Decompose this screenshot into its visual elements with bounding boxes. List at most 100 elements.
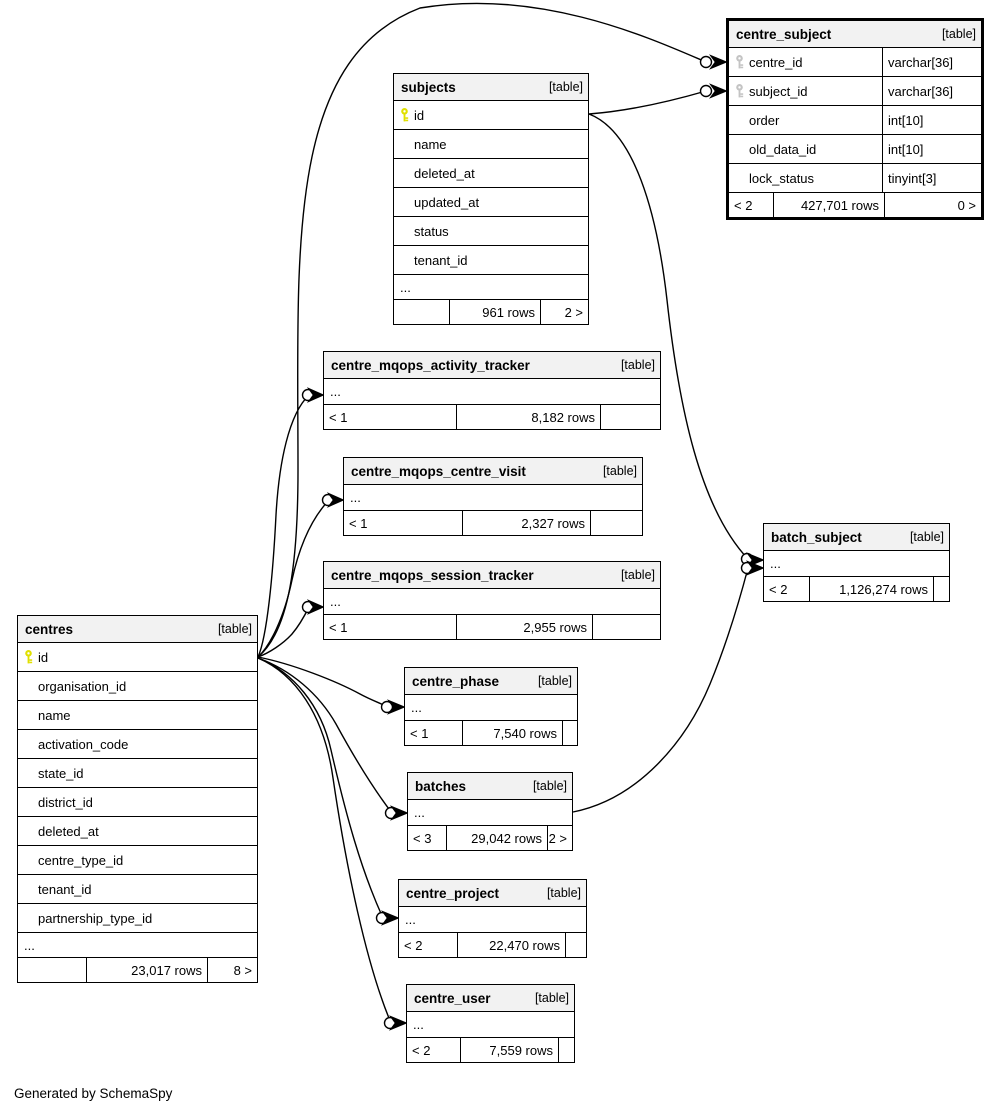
column-name: organisation_id — [38, 678, 127, 694]
table-node-centre-mqops-centre-visit[interactable]: centre_mqops_centre_visit [table] ... < … — [343, 457, 643, 536]
footer-rowcount: 2,327 rows — [462, 511, 591, 535]
column-name: status — [414, 223, 449, 239]
table-header: centre_mqops_session_tracker [table] — [324, 562, 660, 589]
connector-arrow-icon — [745, 560, 765, 576]
connector-arrow-icon — [306, 387, 325, 403]
footer-rowcount: 1,126,274 rows — [809, 577, 934, 601]
column-row: updated_at — [394, 188, 588, 217]
table-name[interactable]: subjects — [401, 79, 456, 95]
footer-parents — [394, 300, 449, 324]
table-node-centres[interactable]: centres [table] id organisation_id name … — [17, 615, 258, 983]
column-name: deleted_at — [38, 823, 99, 839]
table-footer: < 3 29,042 rows 2 > — [408, 826, 572, 850]
table-header: subjects [table] — [394, 74, 588, 101]
table-name[interactable]: batches — [415, 778, 467, 794]
table-header: centre_user [table] — [407, 985, 574, 1012]
table-node-centre-project[interactable]: centre_project [table] ... < 2 22,470 ro… — [398, 879, 587, 958]
table-name[interactable]: centre_mqops_activity_tracker — [331, 357, 530, 373]
connector-arrow-icon — [386, 699, 406, 715]
connector-arrow-icon — [389, 805, 409, 821]
table-footer: 961 rows 2 > — [394, 300, 588, 324]
table-header: centres [table] — [18, 616, 257, 643]
connector-arrow-icon — [326, 492, 345, 508]
column-row: name — [394, 130, 588, 159]
table-footer: < 2 22,470 rows — [399, 933, 586, 957]
relationship-path — [588, 90, 707, 115]
column-row: order int[10] — [729, 106, 981, 135]
column-name: updated_at — [414, 194, 480, 210]
table-name[interactable]: centre_mqops_centre_visit — [351, 463, 526, 479]
connector-arrow-icon — [306, 599, 325, 615]
connector-circle-icon — [740, 552, 754, 566]
table-node-centre-phase[interactable]: centre_phase [table] ... < 1 7,540 rows — [404, 667, 578, 746]
ellipsis-row: ... — [324, 589, 660, 615]
footer-parents: < 2 — [404, 937, 423, 953]
footer-children — [566, 933, 586, 957]
table-node-centre-mqops-session-tracker[interactable]: centre_mqops_session_tracker [table] ...… — [323, 561, 661, 640]
footer-rowcount: 961 rows — [449, 300, 541, 324]
column-row: deleted_at — [18, 817, 257, 846]
footer-children — [601, 405, 660, 429]
table-header: batches [table] — [408, 773, 572, 800]
column-row: old_data_id int[10] — [729, 135, 981, 164]
ellipsis-row: ... — [394, 275, 588, 300]
column-name: subject_id — [749, 83, 808, 99]
column-name: tenant_id — [38, 881, 92, 897]
column-row: organisation_id — [18, 672, 257, 701]
column-row: tenant_id — [18, 875, 257, 904]
table-footer: < 2 1,126,274 rows — [764, 577, 949, 601]
ellipsis-row: ... — [18, 933, 257, 958]
table-name[interactable]: batch_subject — [771, 529, 862, 545]
footer-children — [591, 511, 642, 535]
table-name[interactable]: centre_phase — [412, 673, 500, 689]
footer-parents: < 3 — [413, 830, 432, 846]
column-name: tenant_id — [414, 252, 468, 268]
column-row: tenant_id — [394, 246, 588, 275]
table-node-centre-mqops-activity-tracker[interactable]: centre_mqops_activity_tracker [table] ..… — [323, 351, 661, 430]
column-name: old_data_id — [749, 141, 817, 157]
footer-children: 2 > — [548, 830, 567, 846]
column-row: centre_id varchar[36] — [729, 48, 981, 77]
table-node-subjects[interactable]: subjects [table] id name deleted_at upda… — [393, 73, 589, 325]
column-name: state_id — [38, 765, 84, 781]
table-badge: [table] — [548, 80, 583, 94]
table-badge: [table] — [532, 779, 567, 793]
connector-circle-icon — [301, 600, 315, 614]
connector-circle-icon — [699, 55, 713, 69]
connector-arrow-icon — [388, 1015, 408, 1031]
column-row: subject_id varchar[36] — [729, 77, 981, 106]
connector-arrow-icon — [708, 83, 728, 99]
footer-rowcount: 23,017 rows — [86, 958, 208, 982]
table-badge: [table] — [534, 991, 569, 1005]
table-name[interactable]: centre_mqops_session_tracker — [331, 567, 534, 583]
column-row: deleted_at — [394, 159, 588, 188]
table-node-centre-user[interactable]: centre_user [table] ... < 2 7,559 rows — [406, 984, 575, 1063]
table-badge: [table] — [941, 27, 976, 41]
table-name[interactable]: centres — [25, 621, 74, 637]
table-node-batch-subject[interactable]: batch_subject [table] ... < 2 1,126,274 … — [763, 523, 950, 602]
table-node-batches[interactable]: batches [table] ... < 3 29,042 rows 2 > — [407, 772, 573, 851]
footer-parents: < 2 — [734, 197, 753, 213]
column-name: activation_code — [38, 736, 129, 752]
foreign-key-icon — [729, 83, 749, 99]
ellipsis-row: ... — [407, 1012, 574, 1038]
footer-parents: < 1 — [329, 619, 348, 635]
table-badge: [table] — [620, 358, 655, 372]
column-row: status — [394, 217, 588, 246]
table-node-centre-subject[interactable]: centre_subject [table] centre_id varchar… — [726, 18, 984, 220]
table-name[interactable]: centre_project — [406, 885, 500, 901]
footer-rowcount: 7,559 rows — [460, 1038, 559, 1062]
column-row: partnership_type_id — [18, 904, 257, 933]
table-name[interactable]: centre_user — [414, 990, 491, 1006]
footer-children — [563, 721, 577, 745]
column-name: lock_status — [749, 170, 815, 186]
footer-rowcount: 22,470 rows — [457, 933, 566, 957]
table-name[interactable]: centre_subject — [736, 26, 832, 42]
relationship-path — [257, 657, 393, 814]
column-row: lock_status tinyint[3] — [729, 164, 981, 193]
column-name: id — [414, 107, 425, 123]
table-footer: < 1 2,327 rows — [344, 511, 642, 535]
column-name: name — [38, 707, 71, 723]
footer-rowcount: 2,955 rows — [456, 615, 593, 639]
connector-circle-icon — [321, 493, 335, 507]
